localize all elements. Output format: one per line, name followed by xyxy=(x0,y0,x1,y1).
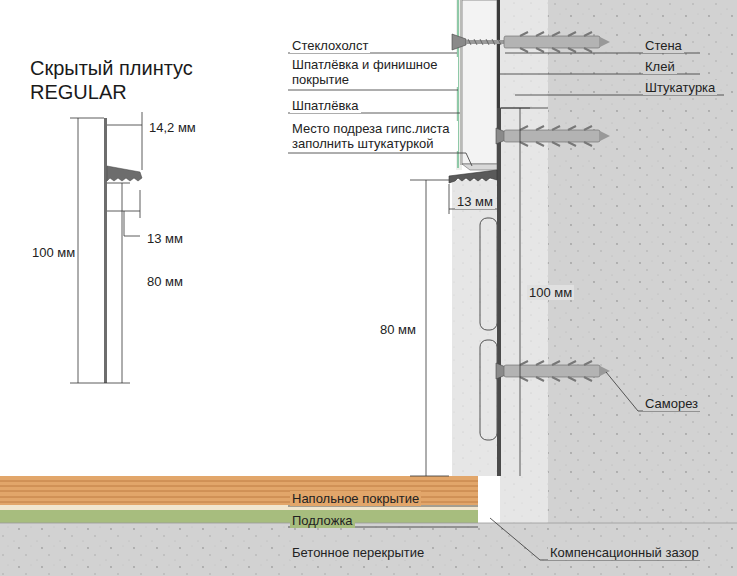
dimension-label: 100 мм xyxy=(527,285,574,300)
expansion-gap xyxy=(478,476,500,523)
layer-label: Подложка xyxy=(290,513,355,528)
layer-label: Шпатлёвка xyxy=(290,98,361,113)
plaster-edge xyxy=(500,108,548,109)
layer-label: Штукатурка xyxy=(643,80,717,95)
label-anchor: Стеклохолст xyxy=(290,36,370,54)
label-anchor: Штукатурка xyxy=(643,78,717,96)
part-label: Компенсационный зазор xyxy=(548,545,701,560)
profile-slot xyxy=(480,218,497,330)
label-anchor: Шпатлёвка и финишное покрытие xyxy=(290,57,458,88)
profile-section-shelf xyxy=(107,166,142,181)
profile-shelf xyxy=(449,170,497,183)
label-anchor: 13 мм xyxy=(455,192,495,210)
leader-lines xyxy=(288,53,724,560)
label-anchor: 80 мм xyxy=(145,272,185,290)
label-anchor: Саморез xyxy=(643,394,700,412)
label-anchor: Стена xyxy=(643,36,684,54)
slab-edge xyxy=(0,523,737,524)
putty-line xyxy=(461,0,462,165)
title-anchor: Скрытый плинтус REGULAR xyxy=(30,56,215,104)
dimension-label: 80 мм xyxy=(378,322,418,337)
dimension-label: 13 мм xyxy=(145,231,185,246)
floor-covering xyxy=(0,476,478,505)
dimension-label: 13 мм xyxy=(455,194,495,209)
label-anchor: Подложка xyxy=(290,511,355,529)
layer-label: Клей xyxy=(643,59,677,74)
label-anchor: 13 мм xyxy=(145,229,185,247)
label-anchor: Бетонное перекрытие xyxy=(290,543,426,561)
layer-label: Стена xyxy=(643,38,684,53)
layer-label: Напольное покрытие xyxy=(290,491,421,506)
screw-anchor xyxy=(496,126,610,146)
gypsum-board xyxy=(462,0,497,164)
profile-section xyxy=(104,118,107,383)
label-anchor: Шпатлёвка xyxy=(290,96,361,114)
layer-label: Стеклохолст xyxy=(290,38,370,53)
profile-plate xyxy=(497,108,501,476)
layer-label: Бетонное перекрытие xyxy=(290,545,426,560)
layer-label: Шпатлёвка и финишное покрытие xyxy=(290,57,458,87)
note-label: Место подреза гипс.листа заполнить штука… xyxy=(290,121,458,151)
concrete-slab xyxy=(0,523,737,576)
screw-anchor xyxy=(452,32,610,52)
part-label: Саморез xyxy=(643,396,700,411)
profile-slot xyxy=(480,340,497,440)
label-anchor: 100 мм xyxy=(30,243,77,261)
dimension-lines xyxy=(70,112,142,383)
dimension-label: 14,2 мм xyxy=(147,120,198,135)
label-anchor: 100 мм xyxy=(527,283,574,301)
label-anchor: Компенсационный зазор xyxy=(548,543,701,561)
cut-fill xyxy=(462,164,497,170)
label-anchor: Клей xyxy=(643,57,677,75)
label-anchor: Место подреза гипс.листа заполнить штука… xyxy=(290,121,458,152)
diagram-title: Скрытый плинтус REGULAR xyxy=(30,56,215,104)
label-anchor: 14,2 мм xyxy=(147,118,198,136)
glue-layer xyxy=(497,0,500,108)
underlay xyxy=(0,510,478,523)
dimension-label: 80 мм xyxy=(145,274,185,289)
dimension-label: 100 мм xyxy=(30,245,77,260)
dimension-lines xyxy=(410,108,530,476)
screw-anchor xyxy=(496,361,610,381)
label-anchor: Напольное покрытие xyxy=(290,489,421,507)
plaster-fill xyxy=(452,180,500,476)
label-anchor: 80 мм xyxy=(378,320,418,338)
plaster-layer xyxy=(500,0,548,524)
wall-concrete xyxy=(548,0,737,524)
